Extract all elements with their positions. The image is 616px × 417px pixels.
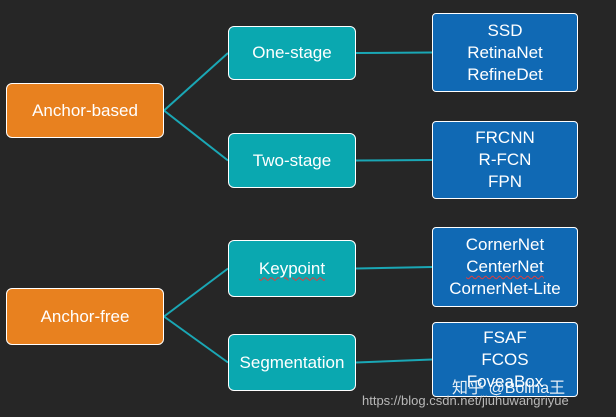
method-fsaf: FSAF	[483, 327, 527, 347]
zhihu-watermark: 知乎 @Bolina王	[452, 380, 566, 397]
method-foveabox: FoveaBox	[466, 371, 544, 391]
node-two-stage: Two-stage	[228, 133, 356, 188]
node-keypoint-label: Keypoint	[258, 258, 326, 278]
edge-two-stage-to-two-stage-methods	[355, 159, 433, 162]
edge-anchor-free-to-segmentation	[163, 315, 229, 364]
node-keypoint-methods: CornerNet CenterNet CornerNet-Lite	[432, 227, 578, 307]
node-keypoint: Keypoint	[228, 240, 356, 297]
node-segmentation: Segmentation	[228, 334, 356, 391]
node-anchor-based-label: Anchor-based	[32, 100, 138, 120]
edge-anchor-based-to-one-stage	[163, 52, 229, 112]
edge-segmentation-to-segmentation-methods	[355, 358, 433, 364]
method-refinedet: RefineDet	[467, 64, 543, 84]
node-segmentation-methods: FSAF FCOS FoveaBox	[432, 322, 578, 397]
method-fpn: FPN	[488, 172, 522, 191]
method-retinanet: RetinaNet	[467, 42, 543, 62]
node-anchor-free: Anchor-free	[6, 288, 164, 345]
node-two-stage-methods: FRCNN R-FCN FPN	[432, 121, 578, 199]
node-one-stage: One-stage	[228, 26, 356, 80]
node-anchor-based: Anchor-based	[6, 83, 164, 138]
method-frcnn: FRCNN	[475, 128, 535, 147]
method-r-fcn: R-FCN	[478, 150, 532, 169]
method-ssd: SSD	[487, 20, 523, 40]
node-two-stage-label: Two-stage	[252, 150, 332, 170]
node-segmentation-label: Segmentation	[239, 352, 345, 372]
method-fcos: FCOS	[481, 349, 529, 369]
edge-one-stage-to-one-stage-methods	[355, 51, 433, 54]
method-centernet: CenterNet	[466, 257, 544, 276]
edge-keypoint-to-keypoint-methods	[355, 266, 433, 270]
method-cornernet-lite: CornerNet-Lite	[449, 279, 561, 298]
method-cornernet: CornerNet	[465, 235, 545, 254]
csdn-url-watermark: https://blog.csdn.net/jiuhuwangriyue	[362, 393, 569, 408]
node-one-stage-label: One-stage	[252, 43, 332, 62]
edge-anchor-free-to-keypoint	[163, 267, 229, 318]
node-one-stage-methods: SSD RetinaNet RefineDet	[432, 13, 578, 92]
node-anchor-free-label: Anchor-free	[40, 306, 130, 326]
edge-anchor-based-to-two-stage	[163, 109, 229, 162]
